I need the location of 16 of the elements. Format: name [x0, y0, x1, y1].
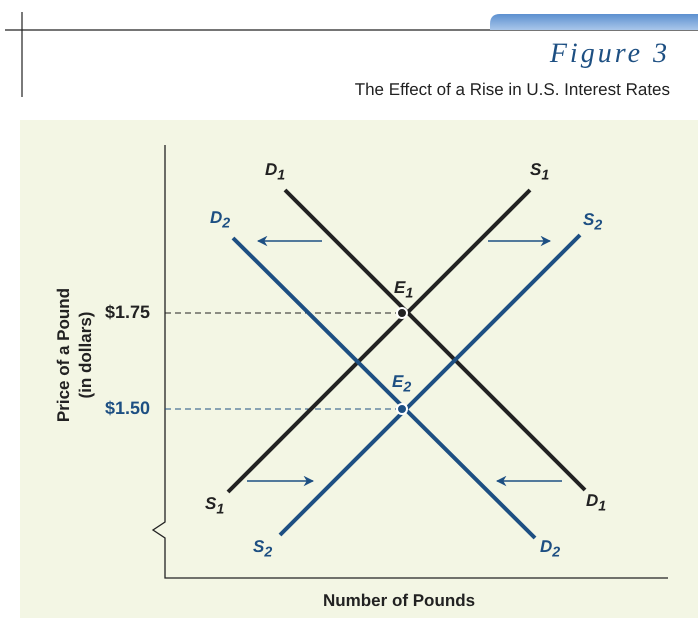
figure-title: Figure 3: [550, 38, 670, 70]
curve-label: D$_{2}$: [210, 208, 230, 232]
figure-caption: The Effect of a Rise in U.S. Interest Rates: [354, 80, 670, 100]
tick-label: $1.75: [105, 302, 150, 323]
point-label: E$_{2}$: [392, 372, 412, 396]
point-label: E$_{1}$: [394, 278, 414, 302]
curve-label: S$_{2}$: [253, 537, 272, 560]
curve-label: S$_{1}$: [530, 160, 550, 184]
axis-title: Number of Pounds: [323, 591, 476, 611]
curve-label: S$_{1}$: [205, 494, 224, 518]
curve-label: D$_{1}$: [586, 491, 606, 514]
curve-label: D$_{1}$: [265, 160, 286, 184]
axis-title: Price of a Pound (in dollars): [53, 286, 96, 424]
curve-label: S$_{2}$: [583, 210, 602, 234]
tick-label: $1.50: [105, 398, 150, 419]
curve-label: D$_{2}$: [540, 537, 560, 560]
